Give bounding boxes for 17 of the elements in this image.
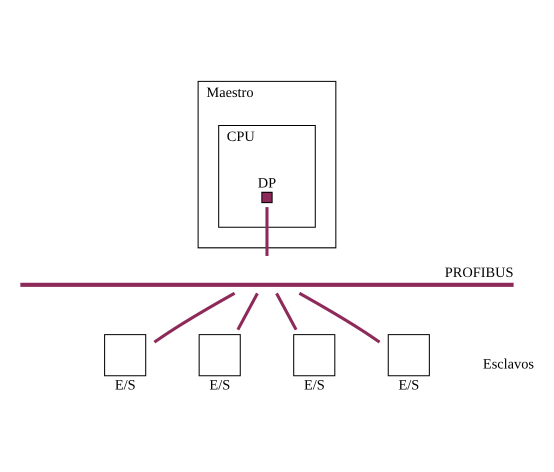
connector [154, 292, 236, 344]
node-box [388, 334, 430, 376]
connector [265, 207, 269, 256]
connector [236, 292, 259, 330]
connector [275, 292, 298, 330]
node-box [104, 334, 146, 376]
node-label: E/S [304, 377, 325, 394]
connector [298, 292, 380, 344]
node-label: PROFIBUS [444, 264, 514, 281]
label: Esclavos [482, 356, 534, 372]
node-label: E/S [114, 377, 136, 394]
node-label: DP [258, 175, 276, 192]
node-box [293, 334, 336, 376]
node-box [198, 334, 241, 376]
node-box [20, 282, 514, 287]
node-label: E/S [398, 377, 420, 394]
node-label: E/S [209, 377, 230, 394]
